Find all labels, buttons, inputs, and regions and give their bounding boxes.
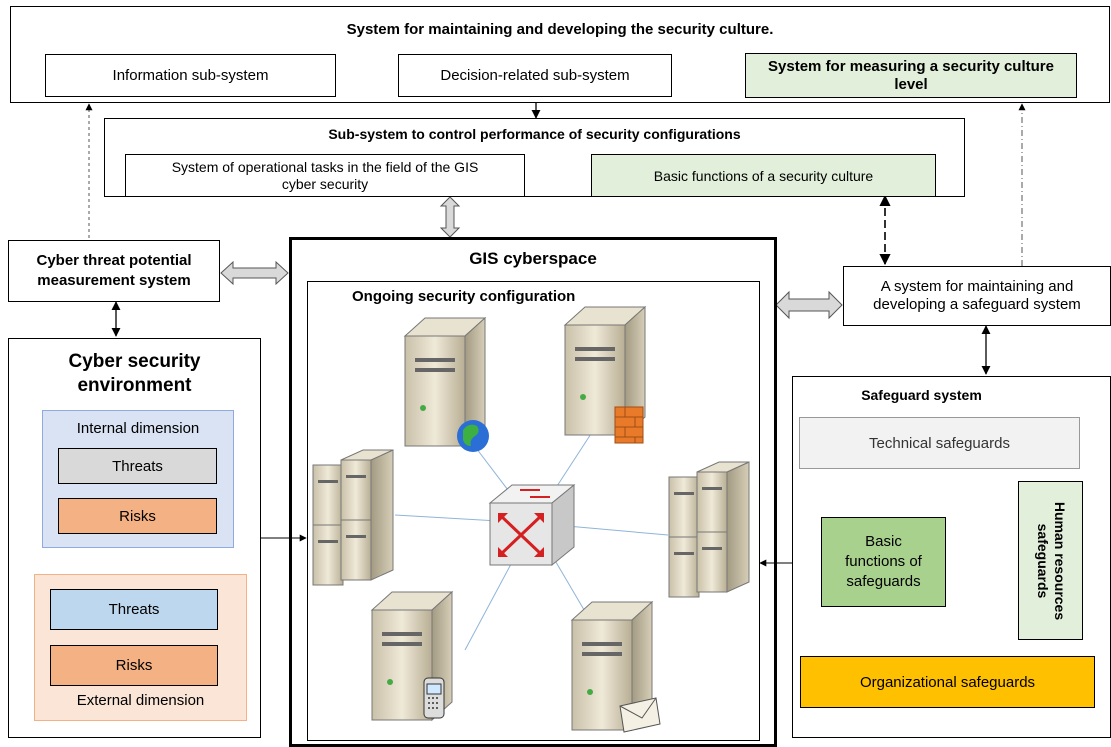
- server-cluster-icon: [668, 461, 750, 598]
- measure-culture-system: System for measuring a security culture …: [745, 53, 1077, 98]
- environment-title: Cyber security environment: [68, 351, 201, 396]
- internal-dimension-label: Internal dimension: [76, 419, 200, 437]
- top-system-title: System for maintaining and developing th…: [346, 20, 774, 38]
- control-subsystem-title: Sub-system to control performance of sec…: [328, 126, 741, 142]
- mobile-server-icon: [370, 590, 454, 722]
- external-threats: Threats: [50, 589, 218, 630]
- decision-subsystem: Decision-related sub-system: [398, 54, 672, 97]
- safeguard-development-system: A system for maintaining and developing …: [843, 266, 1111, 326]
- external-dimension-label: External dimension: [76, 691, 205, 709]
- block-arrow-gis-safeguarddev: [775, 290, 843, 320]
- technical-safeguards: Technical safeguards: [799, 417, 1080, 469]
- mail-server-icon: [570, 600, 661, 733]
- firewall-server-icon: [563, 305, 647, 444]
- network-switch-icon: [488, 483, 576, 567]
- organizational-safeguards: Organizational safeguards: [800, 656, 1095, 708]
- basic-culture-functions: Basic functions of a security culture: [591, 154, 936, 197]
- server-cluster-icon: [312, 449, 394, 586]
- human-resources-safeguards-box: Human resources safeguards: [1018, 481, 1083, 640]
- human-resources-safeguards-label: Human resources safeguards: [1034, 501, 1068, 620]
- internal-risks: Risks: [58, 498, 217, 534]
- block-arrow-cyberthreat-gis: [220, 260, 289, 286]
- cyber-threat-measurement-system: Cyber threat potential measurement syste…: [8, 240, 220, 302]
- web-server-icon: [403, 316, 489, 452]
- information-subsystem: Information sub-system: [45, 54, 336, 97]
- internal-threats: Threats: [58, 448, 217, 484]
- gis-cyberspace-title: GIS cyberspace: [469, 249, 597, 268]
- ongoing-configuration-title: Ongoing security configuration: [352, 288, 576, 305]
- operational-tasks-system: System of operational tasks in the field…: [125, 154, 525, 197]
- safeguard-system-title: Safeguard system: [861, 387, 982, 403]
- external-risks: Risks: [50, 645, 218, 686]
- basic-safeguard-functions: Basic functions of safeguards: [821, 517, 946, 607]
